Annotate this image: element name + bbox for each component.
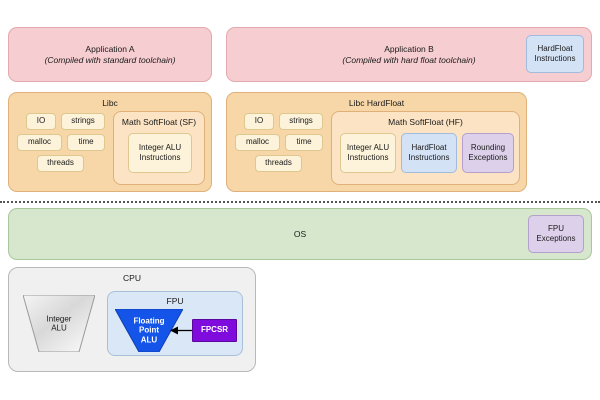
item-line1: Rounding (470, 142, 506, 152)
chip-label: strings (71, 116, 95, 126)
libc-hardfloat-box: Libc HardFloat IO strings malloc time th… (226, 92, 527, 192)
fpu-title: FPU (166, 296, 184, 306)
chip-label: time (78, 137, 94, 147)
item-line1: HardFloat (411, 142, 447, 152)
floating-point-alu-shape (115, 309, 183, 352)
hardfloat-badge-line2: Instructions (534, 54, 576, 63)
libc-chip-malloc: malloc (17, 134, 62, 151)
integer-alu-shape (23, 295, 95, 352)
item-line2: Instructions (347, 153, 389, 162)
fpcsr-label: FPCSR (200, 325, 229, 335)
cpu-title: CPU (123, 273, 141, 283)
libc-hf-chip-strings: strings (279, 113, 323, 130)
chip-label: malloc (27, 137, 52, 147)
integer-alu-trapezoid: Integer ALU (23, 295, 95, 352)
fpu-exceptions-line2: Exceptions (536, 234, 576, 243)
math-softfloat-hf-box: Math SoftFloat (HF) Integer ALU Instruct… (331, 111, 520, 185)
chip-label: time (296, 137, 312, 147)
math-hf-item-hardfloat: HardFloat Instructions (401, 133, 457, 173)
fpcsr-to-alu-arrow-icon (170, 326, 192, 335)
chip-label: IO (36, 116, 46, 126)
math-hf-item-rounding: Rounding Exceptions (462, 133, 514, 173)
cpu-box: CPU Integer ALU FPU Floating (8, 267, 256, 372)
application-b-hardfloat-badge: HardFloat Instructions (526, 35, 584, 73)
libc-hf-chip-io: IO (244, 113, 274, 130)
os-box: OS (8, 208, 592, 260)
item-line1: Integer ALU (346, 142, 390, 152)
math-sf-item-integer-alu: Integer ALU Instructions (128, 133, 192, 173)
chip-label: IO (254, 116, 264, 126)
application-a-subtitle: (Compiled with standard toolchain) (44, 54, 176, 65)
math-softfloat-sf-title: Math SoftFloat (SF) (121, 117, 197, 127)
chip-label: threads (47, 158, 74, 168)
math-hf-item-integer-alu: Integer ALU Instructions (340, 133, 396, 173)
fpu-box: FPU Floating Point ALU FPCSR (107, 291, 243, 356)
chip-label: threads (265, 158, 292, 168)
item-line1: Integer ALU (138, 142, 182, 152)
fpu-exceptions-line1: FPU (548, 223, 564, 233)
item-line2: Instructions (408, 153, 450, 162)
os-title: OS (293, 228, 307, 239)
libc-chip-io: IO (26, 113, 56, 130)
application-a-title: Application A (85, 43, 135, 54)
libc-chip-strings: strings (61, 113, 105, 130)
application-a-box: Application A (Compiled with standard to… (8, 27, 212, 82)
chip-label: malloc (245, 137, 270, 147)
kernel-boundary-divider (0, 201, 600, 203)
libc-title: Libc (102, 98, 118, 108)
item-line2: Exceptions (468, 153, 508, 162)
math-softfloat-hf-title: Math SoftFloat (HF) (388, 117, 463, 127)
fpcsr-register-box: FPCSR (192, 319, 237, 342)
application-b-title: Application B (384, 43, 434, 54)
application-b-subtitle: (Compiled with hard float toolchain) (342, 54, 476, 65)
libc-hardfloat-title: Libc HardFloat (348, 98, 405, 108)
libc-hf-chip-time: time (285, 134, 323, 151)
libc-hf-chip-threads: threads (255, 155, 302, 172)
item-line2: Instructions (139, 153, 181, 162)
hardfloat-badge-line1: HardFloat (537, 43, 573, 53)
chip-label: strings (289, 116, 313, 126)
libc-chip-threads: threads (37, 155, 84, 172)
libc-chip-time: time (67, 134, 105, 151)
libc-box: Libc IO strings malloc time threads Math… (8, 92, 212, 192)
libc-hf-chip-malloc: malloc (235, 134, 280, 151)
math-softfloat-sf-box: Math SoftFloat (SF) Integer ALU Instruct… (113, 111, 205, 185)
os-fpu-exceptions-badge: FPU Exceptions (528, 215, 584, 253)
